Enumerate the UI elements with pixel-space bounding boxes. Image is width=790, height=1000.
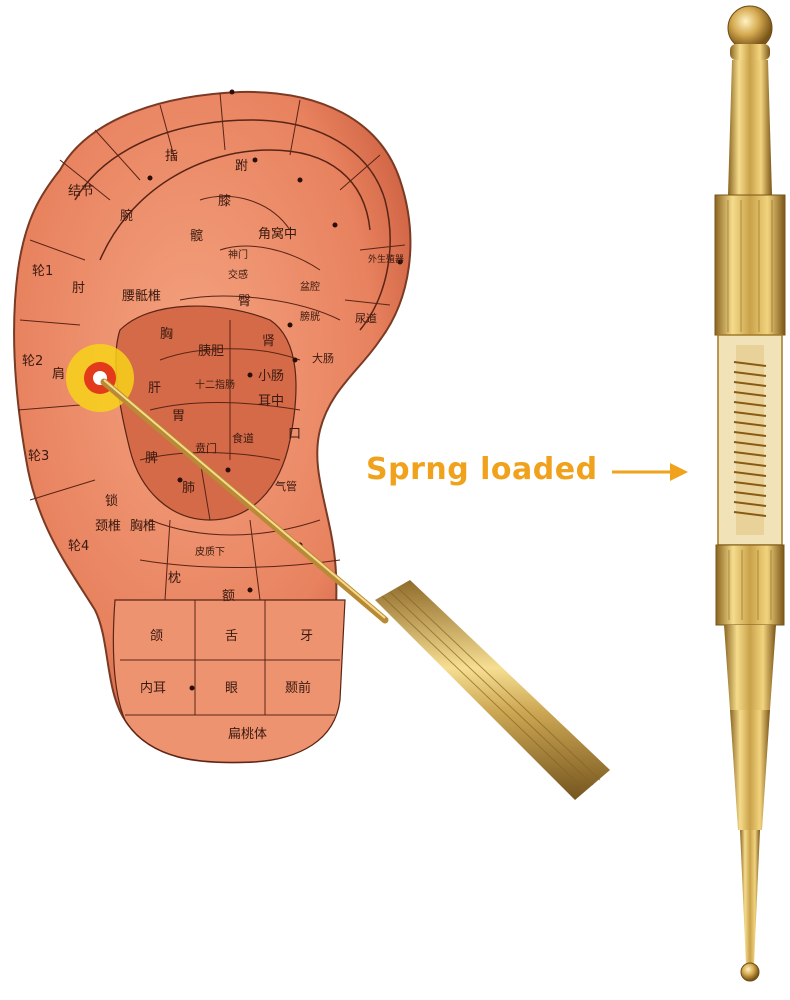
label-xi: 膝 — [218, 194, 231, 209]
label-tun: 臀 — [238, 294, 251, 309]
label-yan: 眼 — [225, 681, 238, 696]
label-wan: 腕 — [120, 208, 133, 224]
label-zhen: 枕 — [168, 571, 181, 586]
label-yaodizhui: 腰骶椎 — [122, 289, 161, 304]
label-waishengzhiqi: 外生殖器 — [368, 253, 404, 265]
acupen-device — [714, 5, 786, 982]
label-han: 颌 — [150, 629, 163, 644]
label-pangguang: 膀胱 — [300, 310, 320, 323]
label-zhou: 肘 — [72, 281, 85, 296]
label-pi: 脾 — [145, 451, 158, 466]
lobe-grid — [120, 600, 340, 716]
helix-rim — [74, 119, 391, 331]
label-shen: 肾 — [262, 334, 275, 349]
label-xiongzhui: 胸椎 — [130, 519, 156, 534]
label-kou: 口 — [288, 427, 301, 442]
label-kuan: 髋 — [190, 228, 203, 244]
label-suo: 锁 — [105, 493, 118, 509]
label-xiong: 胸 — [160, 327, 173, 342]
label-jingzhui: 颈椎 — [95, 519, 121, 534]
label-wei: 胃 — [172, 409, 185, 424]
label-zhi: 指 — [165, 149, 178, 164]
right-arrow-icon — [612, 463, 688, 481]
spring-coil — [733, 361, 767, 517]
probe-in-ear — [100, 378, 610, 800]
inner-segments — [139, 195, 341, 601]
label-xiaochang: 小肠 — [258, 369, 284, 384]
label-dachang: 大肠 — [312, 351, 334, 365]
label-lun4: 轮4 — [68, 539, 89, 554]
label-ya: 牙 — [300, 629, 313, 644]
label-she: 舌 — [225, 629, 238, 644]
label-niaodao: 尿道 — [355, 311, 377, 325]
label-neier: 内耳 — [140, 680, 166, 696]
label-shenmen: 神门 — [228, 248, 248, 261]
label-nieqian: 颞前 — [285, 680, 311, 696]
label-lun2: 轮2 — [22, 354, 43, 369]
label-lun3: 轮3 — [28, 449, 49, 464]
label-jian: 肩 — [52, 366, 65, 382]
label-shidao: 食道 — [232, 431, 254, 445]
label-benmen: 贲门 — [195, 441, 217, 455]
label-biantaoti: 扁桃体 — [228, 727, 267, 742]
label-fu: 跗 — [235, 159, 248, 174]
label-erzhong: 耳中 — [258, 394, 284, 409]
ear-chart: 指 结节 腕 肘 轮1 轮2 轮3 轮4 肩 锁 腰骶椎 胸 肝 胃 脾 肺 颈… — [13, 89, 412, 764]
label-shierzhichang: 十二指肠 — [195, 378, 235, 391]
antihelix — [99, 149, 371, 261]
helix-segments — [17, 92, 406, 501]
lobe — [112, 599, 346, 763]
label-jiejie: 结节 — [68, 184, 94, 199]
label-yidan: 胰胆 — [198, 344, 224, 359]
label-jiaogan: 交感 — [228, 268, 248, 281]
label-jiaowozhong: 角窝中 — [258, 226, 297, 242]
label-e: 额 — [222, 589, 235, 604]
callout-text: Sprng loaded — [366, 452, 598, 487]
spring-loaded-callout: Sprng loaded — [366, 448, 688, 498]
label-pizhixia: 皮质下 — [195, 545, 225, 558]
label-fei: 肺 — [182, 481, 195, 496]
label-lun1: 轮1 — [32, 264, 53, 279]
label-pengqiang: 盆腔 — [300, 280, 320, 293]
label-gan: 肝 — [148, 381, 161, 396]
label-qiguan: 气管 — [275, 479, 297, 493]
